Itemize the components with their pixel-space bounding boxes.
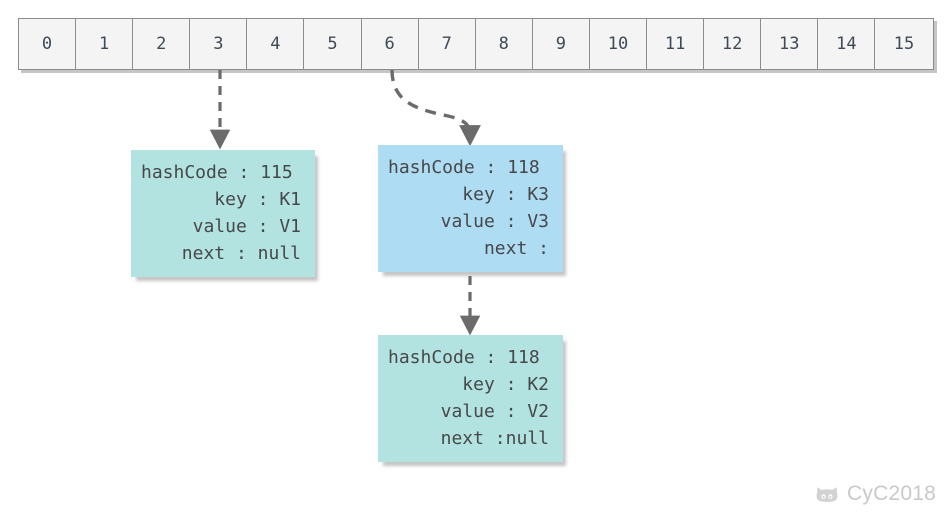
bucket-index-label: 3 (213, 34, 224, 54)
bucket-cell-13[interactable]: 13 (761, 19, 819, 69)
bucket-index-label: 5 (327, 34, 338, 54)
entry-node-k2[interactable]: hashCode : 118 key : K2 value : V2 next … (378, 335, 563, 462)
watermark-label: CyC2018 (847, 482, 936, 505)
node-k3-key: key : K3 (462, 183, 549, 205)
node-k1-key: key : K1 (214, 188, 301, 210)
bucket-cell-1[interactable]: 1 (76, 19, 134, 69)
bucket-cell-9[interactable]: 9 (532, 19, 590, 69)
node-k1-value: value : V1 (192, 215, 301, 237)
node-k3-next: next : (483, 237, 549, 259)
node-k3-hashcode: hashCode : 118 (388, 156, 540, 178)
bucket-index-label: 0 (41, 34, 53, 54)
node-k1-next: next : null (181, 242, 301, 264)
bucket-index-label: 1 (99, 34, 110, 54)
bucket-index-label: 12 (721, 34, 743, 54)
cat-face-icon (816, 487, 838, 502)
bucket-cell-10[interactable]: 10 (589, 19, 648, 69)
bucket-index-label: 2 (156, 34, 167, 54)
node-k2-next: next :null (440, 427, 549, 449)
bucket-cell-11[interactable]: 11 (647, 19, 705, 69)
bucket-cell-0[interactable]: 0 (19, 19, 77, 69)
bucket-cell-15[interactable]: 15 (875, 19, 933, 69)
watermark: CyC2018 (814, 482, 936, 506)
node-k3-value: value : V3 (440, 210, 549, 232)
bucket-index-label: 13 (779, 34, 800, 54)
bucket-array: 0 1 2 3 4 5 6 7 8 9 10 11 12 13 14 15 (18, 18, 934, 70)
bucket-cell-8[interactable]: 8 (475, 19, 533, 69)
bucket-index-label: 9 (555, 34, 567, 54)
bucket-cell-2[interactable]: 2 (133, 19, 191, 69)
entry-node-k1[interactable]: hashCode : 115 key : K1 value : V1 next … (131, 150, 315, 277)
bucket-cell-7[interactable]: 7 (418, 19, 476, 69)
bucket-index-label: 4 (270, 34, 281, 54)
bucket-index-label: 15 (893, 34, 915, 54)
bucket-cell-14[interactable]: 14 (818, 19, 876, 69)
bucket-cell-12[interactable]: 12 (704, 19, 762, 69)
node-k2-hashcode: hashCode : 118 (388, 346, 540, 368)
bucket-cell-3[interactable]: 3 (190, 19, 248, 69)
bucket-cell-4[interactable]: 4 (247, 19, 305, 69)
node-k2-value: value : V2 (440, 400, 549, 422)
bucket-index-label: 14 (836, 34, 857, 54)
arrow-bucket6-to-k3 (390, 69, 481, 147)
bucket-index-label: 11 (664, 34, 686, 54)
bucket-cell-6[interactable]: 6 (361, 19, 419, 69)
node-k2-key: key : K2 (462, 373, 549, 395)
bucket-index-label: 6 (384, 34, 395, 54)
bucket-index-label: 7 (441, 34, 452, 54)
bucket-index-label: 10 (607, 34, 629, 54)
bucket-cell-5[interactable]: 5 (304, 19, 362, 69)
entry-node-k3[interactable]: hashCode : 118 key : K3 value : V3 next … (378, 145, 563, 272)
node-k1-hashcode: hashCode : 115 (141, 161, 293, 183)
bucket-index-label: 8 (498, 34, 509, 54)
